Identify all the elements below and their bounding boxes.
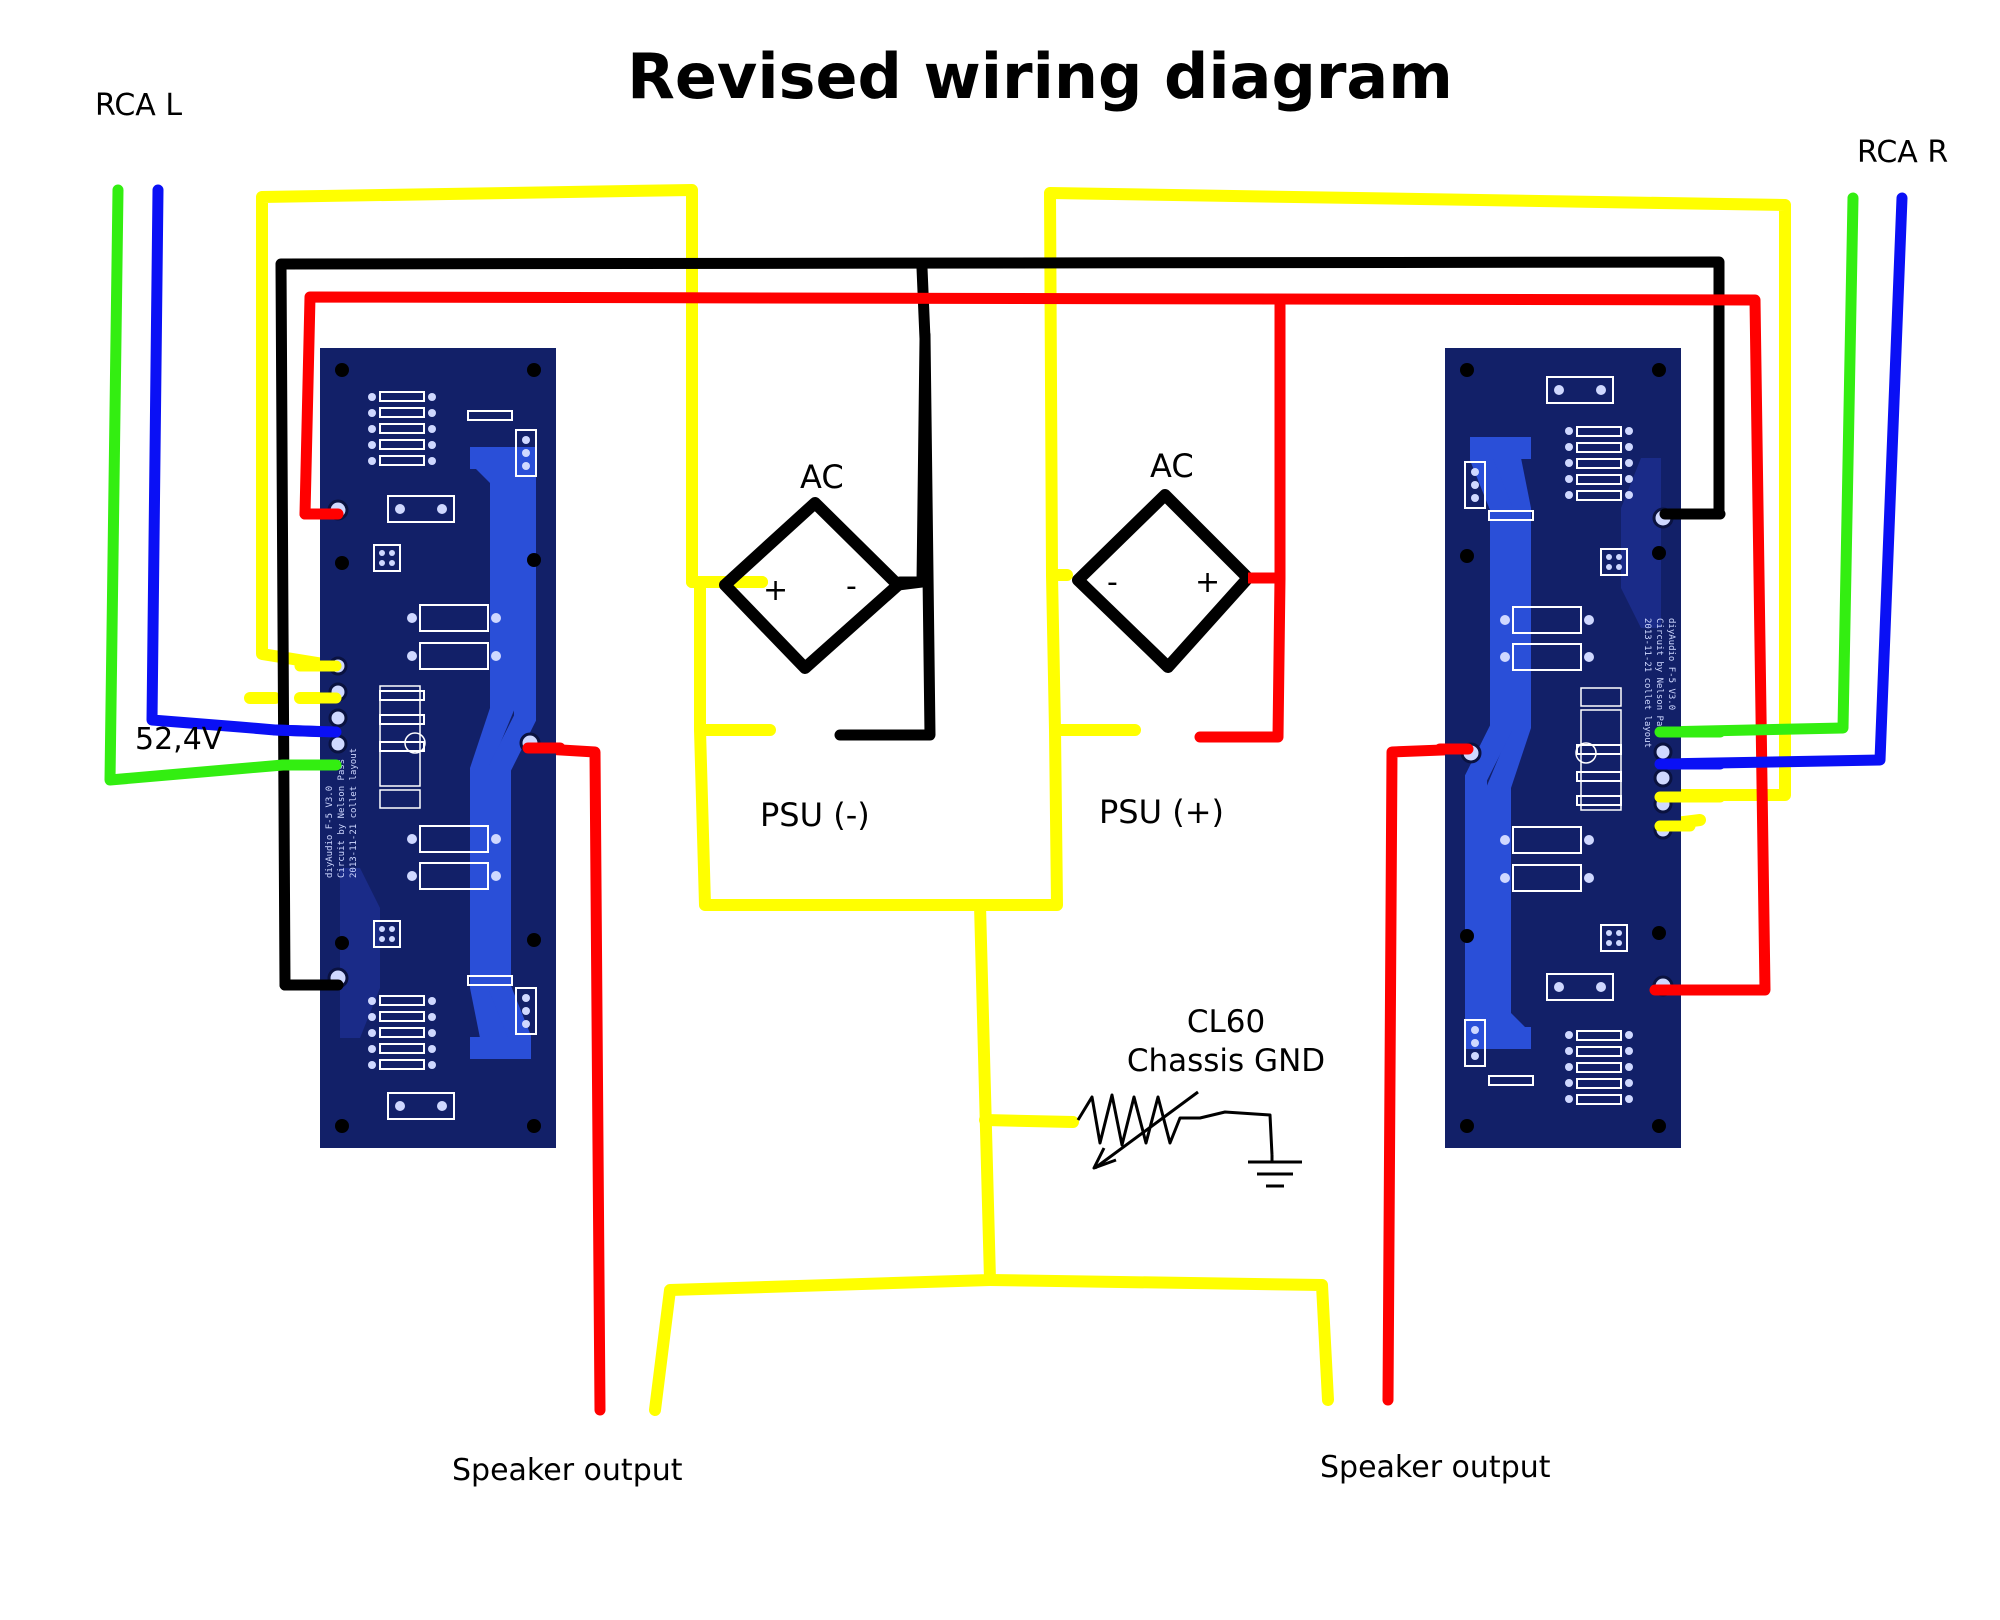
bridge-rectifier-right: - + [1072,489,1280,673]
speaker-output-right-label: Speaker output [1320,1450,1551,1485]
board-right-silk-1: diyAudio F-5 V3.0 [1666,618,1676,710]
thermistor-cl60 [1076,1090,1274,1170]
rca-left-wires [104,184,336,786]
rca-right-label: RCA R [1857,135,1949,170]
board-right-silk-2: Circuit by Nelson Pass [1654,618,1664,737]
board-left-silk-1: diyAudio F-5 V3.0 [325,786,335,878]
board-left-silk-2: Circuit by Nelson Pass [337,759,347,878]
bridge-rectifier-left: + - [719,497,923,674]
diagram-title: Revised wiring diagram [627,40,1453,113]
speaker-output-left-label: Speaker output [452,1453,683,1488]
board-right-silk-3: 2013-11-21 collet layout [1642,618,1652,748]
thermistor-label: CL60 Chassis GND [1126,1004,1326,1079]
amp-board-left: diyAudio F-5 V3.0 Circuit by Nelson Pass… [320,348,556,1148]
bridge-right-minus-label: - [1107,565,1118,600]
psu-positive-label: PSU (+) [1099,793,1224,831]
voltage-label: 52,4V [135,722,223,757]
rca-left-label: RCA L [95,88,183,123]
amp-board-right: diyAudio F-5 V3.0 Circuit by Nelson Pass… [1445,348,1681,1148]
psu-negative-label: PSU (-) [760,796,870,834]
bridge-left-plus-label: + [763,573,788,608]
bridge-left-minus-label: - [846,569,857,604]
ac-right-label: AC [1150,447,1194,485]
bridge-right-plus-label: + [1195,565,1220,600]
ac-left-label: AC [800,458,844,496]
chassis-ground-icon [1248,1155,1302,1188]
board-left-silk-3: 2013-11-21 collet layout [349,748,359,878]
